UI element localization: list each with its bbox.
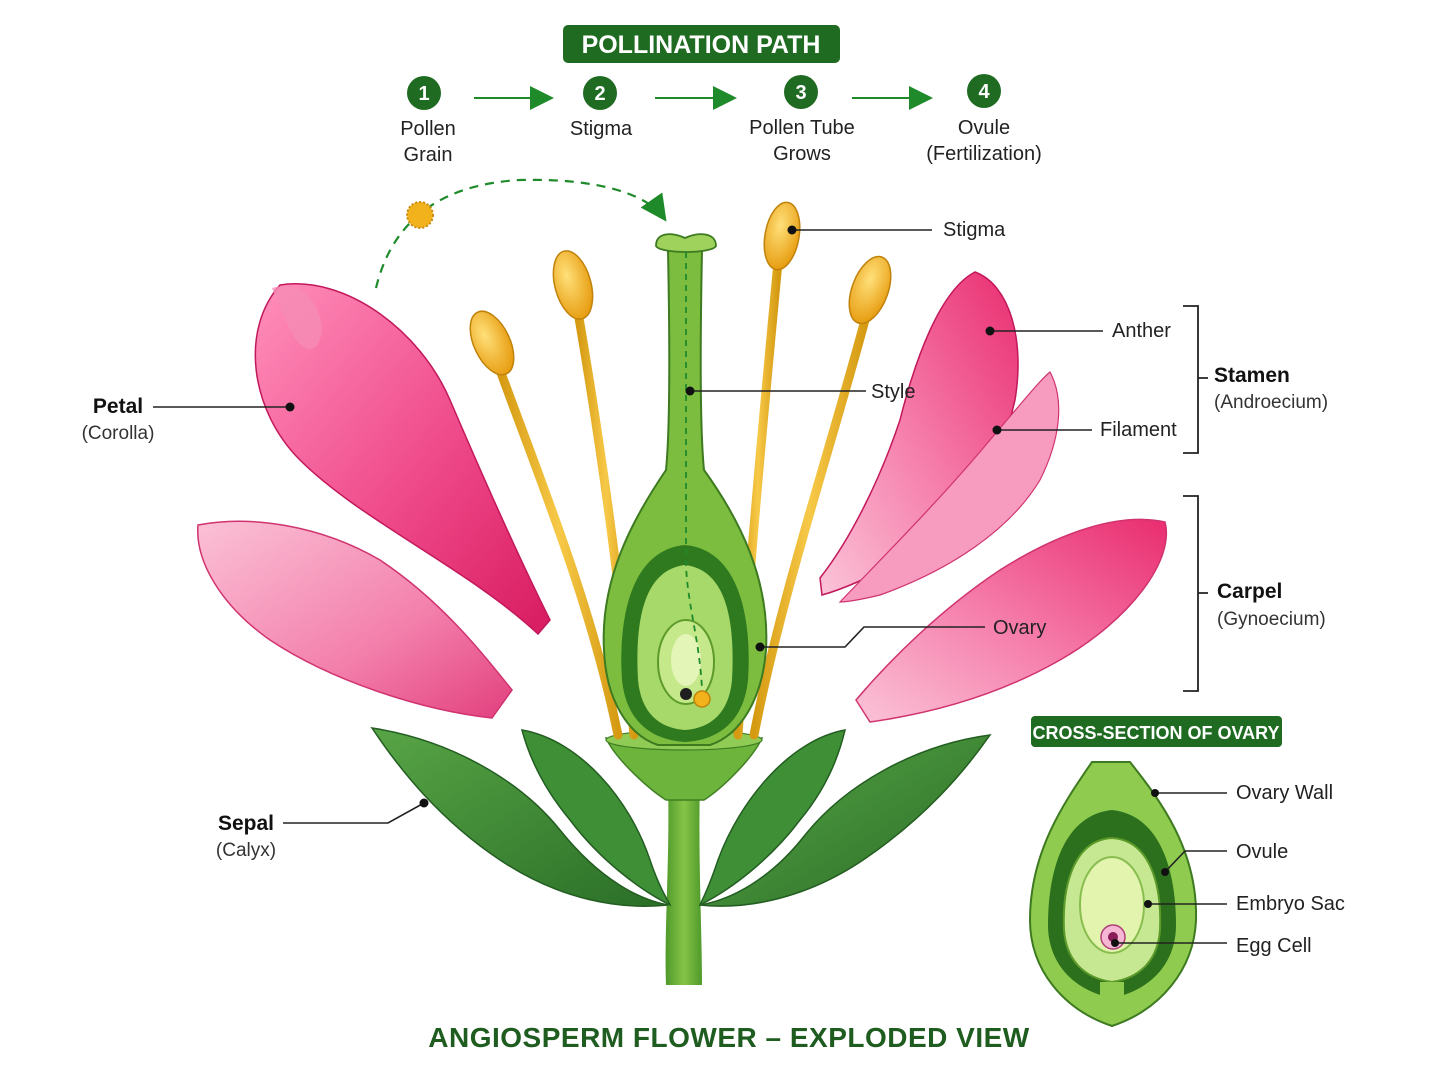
- pollination-title-pill: [563, 25, 840, 63]
- anther-right-inner: [763, 201, 801, 271]
- step-number-badge: [583, 76, 617, 110]
- pollination-step-2: 2 Stigma: [570, 76, 633, 140]
- step-number-badge: [407, 76, 441, 110]
- anther-right-outer: [848, 255, 892, 325]
- pollen-at-ovule: [693, 690, 711, 708]
- leader-ovary: [760, 626, 985, 648]
- label-egg-cell: Egg Cell: [1236, 935, 1312, 957]
- label-sepal-sub: (Calyx): [216, 840, 276, 861]
- label-stamen-sub: (Androecium): [1214, 392, 1328, 413]
- sepal-right-outer: [699, 734, 992, 907]
- label-style: Style: [871, 381, 915, 403]
- leader-dot-sepal: [419, 798, 429, 808]
- diagram-footer-title: ANGIOSPERM FLOWER – EXPLODED VIEW: [428, 1022, 1030, 1053]
- pollination-step-3: 3 Pollen Tube Grows: [749, 75, 855, 165]
- sepal-left-inner: [520, 729, 672, 907]
- pollen-tube-path: [685, 252, 703, 691]
- step-number-badge: [967, 74, 1001, 108]
- egg-cell-in-ovary: [680, 688, 692, 700]
- label-ovule: Ovule: [1236, 841, 1288, 863]
- filament-right-outer: [749, 315, 870, 740]
- leader-ovule: [1164, 850, 1227, 873]
- cross-section-title-pill: [1031, 716, 1282, 747]
- filament-left-outer: [495, 365, 623, 740]
- step-label-line1: Pollen Tube: [749, 117, 855, 139]
- sepal-left-outer: [370, 726, 669, 907]
- stamen-bracket: [1183, 305, 1208, 454]
- leader-dot-ovary: [755, 642, 765, 652]
- carpel: [602, 233, 768, 746]
- pollen-flight: [374, 178, 667, 289]
- label-anther: Anther: [1112, 320, 1171, 342]
- stigma-tip: [655, 233, 717, 253]
- petal-right-lower: [855, 518, 1168, 723]
- step-number: 2: [594, 83, 605, 105]
- step-label-line2: Grain: [404, 144, 453, 166]
- pollination-title: POLLINATION PATH: [582, 31, 821, 59]
- leader-dot-petal: [285, 402, 295, 412]
- petal-left-upper: [254, 283, 551, 636]
- step-number: 4: [978, 81, 990, 103]
- petals-left: [197, 283, 551, 719]
- pollination-step-4: 4 Ovule (Fertilization): [926, 74, 1042, 165]
- petal-left-lower: [197, 520, 513, 719]
- leader-dot-ovary-wall: [1151, 789, 1159, 797]
- label-stamen: Stamen: [1214, 364, 1290, 387]
- step-number-badge: [784, 75, 818, 109]
- sepals: [370, 726, 992, 907]
- step-label-line2: Grows: [773, 143, 831, 165]
- label-embryo-sac: Embryo Sac: [1236, 893, 1345, 915]
- pollination-path-header: POLLINATION PATH 1 Pollen Grain 2 Stigma…: [400, 25, 1042, 166]
- step-label-line1: Stigma: [570, 118, 633, 140]
- carpel-bracket: [1183, 495, 1208, 692]
- label-petal-sub: (Corolla): [82, 423, 155, 444]
- pollination-step-1: 1 Pollen Grain: [400, 76, 456, 166]
- label-sepal: Sepal: [218, 812, 274, 835]
- ovary-cross-section: CROSS-SECTION OF OVARY Ovary Wall Ovule …: [1028, 716, 1345, 1028]
- leader-sepal: [283, 802, 425, 824]
- leader-dot-embryo-sac: [1144, 900, 1152, 908]
- step-number: 1: [418, 83, 429, 105]
- step-number: 3: [795, 82, 806, 104]
- flower-stem: [665, 780, 702, 985]
- petal-right-upper: [819, 271, 1019, 596]
- label-ovary-wall: Ovary Wall: [1236, 782, 1333, 804]
- step-label-line1: Ovule: [958, 117, 1010, 139]
- leader-dot-anther: [985, 326, 995, 336]
- label-petal: Petal: [93, 395, 143, 418]
- leader-dot-ovule: [1161, 868, 1169, 876]
- step-label-line1: Pollen: [400, 118, 456, 140]
- label-carpel-sub: (Gynoecium): [1217, 609, 1326, 630]
- flower-illustration: [197, 178, 1168, 985]
- embryo-sac-in-ovary: [671, 634, 701, 686]
- label-stigma: Stigma: [943, 219, 1006, 241]
- anther-left-inner: [552, 250, 594, 320]
- petal-left-upper-fold: [272, 286, 322, 349]
- pollen-arc: [374, 178, 667, 289]
- cross-section-title: CROSS-SECTION OF OVARY: [1032, 723, 1279, 743]
- cs-embryo-sac: [1079, 856, 1145, 954]
- anther-left-outer: [469, 310, 515, 376]
- cs-funiculus: [1100, 982, 1124, 1015]
- leader-dot-stigma: [787, 225, 797, 235]
- leader-dot-egg-cell: [1111, 939, 1119, 947]
- labels: Petal (Corolla) Sepal (Calyx) Stigma Sty…: [82, 219, 1328, 861]
- pollen-grain-icon: [406, 201, 434, 229]
- label-carpel: Carpel: [1217, 580, 1282, 603]
- label-ovary: Ovary: [993, 617, 1046, 639]
- step-label-line2: (Fertilization): [926, 143, 1042, 165]
- leader-dot-style: [685, 386, 695, 396]
- label-filament: Filament: [1100, 419, 1177, 441]
- leader-dot-filament: [992, 425, 1002, 435]
